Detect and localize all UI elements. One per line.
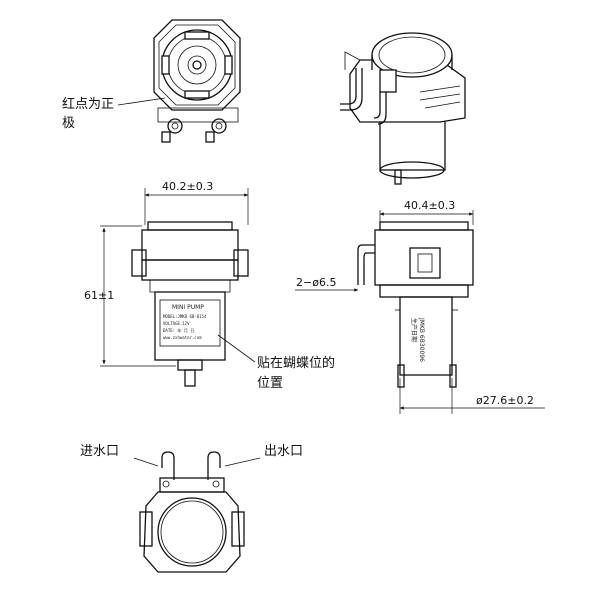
side-view — [295, 210, 545, 414]
terminal-left — [167, 118, 183, 134]
height-dimension: 61±1 — [84, 289, 114, 302]
tube-diameter-dimension: 2−ø6.5 — [296, 276, 336, 289]
inlet-label: 进水口 — [80, 444, 119, 459]
top-view — [117, 19, 241, 143]
red-dot-positive-label-line1: 红点为正 — [62, 96, 114, 112]
front-width-dimension: 40.2±0.3 — [162, 180, 213, 193]
terminal-right — [211, 118, 227, 134]
label-plate-line1: MODEL:JMKB 6B-0154 — [163, 314, 207, 319]
bottom-view — [133, 451, 261, 573]
label-position-line1: 贴在蝴蝶位的 — [257, 355, 335, 371]
isometric-view — [340, 32, 466, 185]
motor-diameter-dimension: ø27.6±0.2 — [476, 394, 534, 407]
label-plate-line4: www.zxhwater.com — [163, 335, 202, 340]
bottom-view-circle — [157, 497, 227, 567]
label-position-line2: 位置 — [257, 376, 283, 391]
outlet-label: 出水口 — [264, 444, 303, 459]
side-label-sub: 生产日期 — [410, 318, 418, 342]
red-dot-positive-label-line2: 极 — [62, 116, 75, 131]
side-label-code: JMKB 6B30096 — [418, 317, 425, 362]
label-plate-line2: VOLTAGE:12V — [163, 321, 190, 326]
front-view — [100, 188, 256, 387]
label-plate-line3: DATE: 年 月 日 — [163, 327, 194, 333]
side-width-dimension: 40.4±0.3 — [404, 199, 455, 212]
label-plate-title: MINI PUMP — [172, 304, 204, 311]
